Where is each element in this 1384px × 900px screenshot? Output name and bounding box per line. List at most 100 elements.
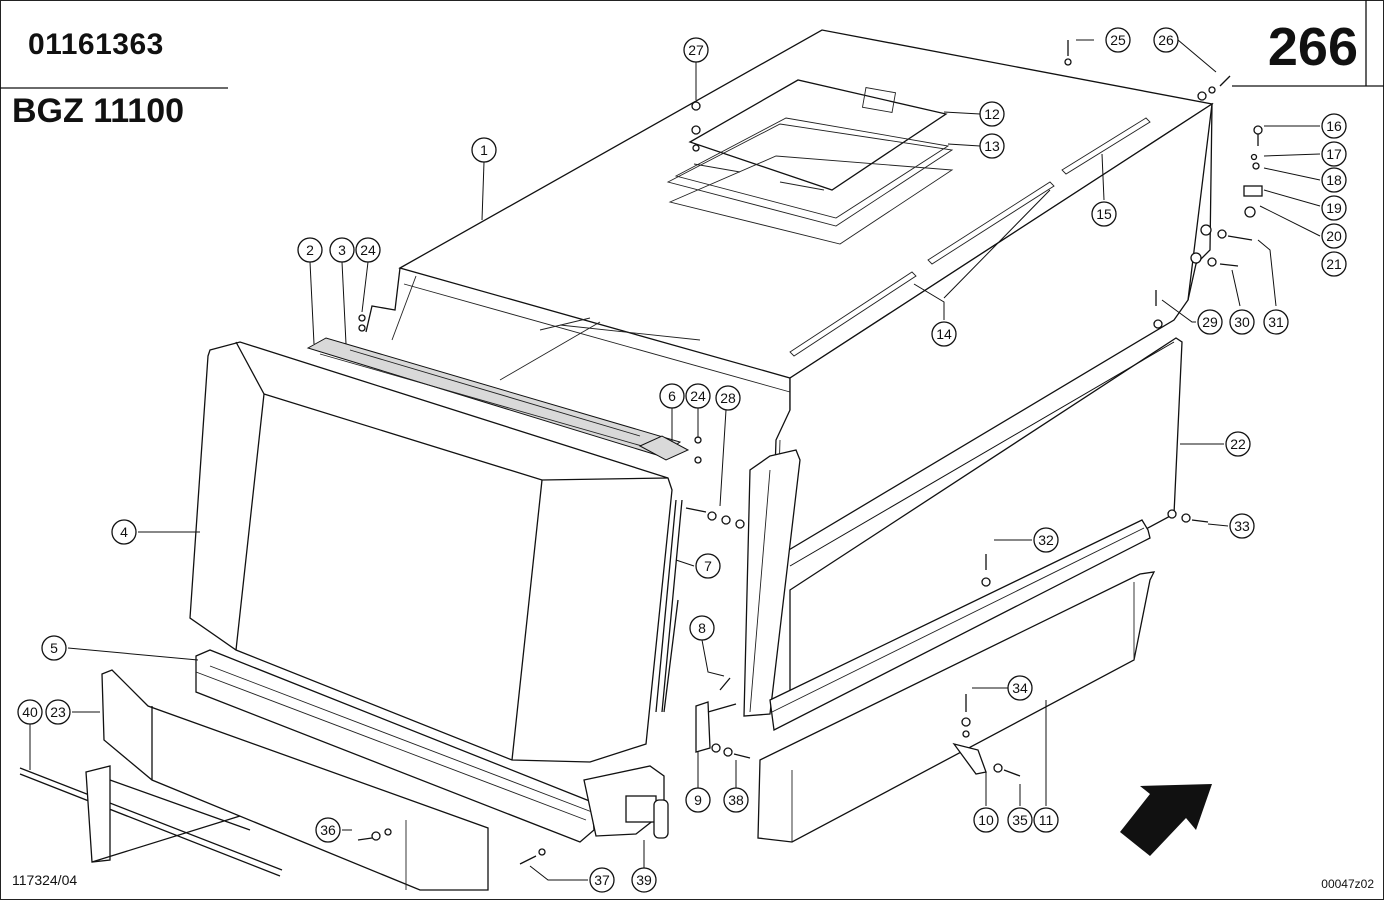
callout-34: 34: [1007, 675, 1033, 701]
svg-text:40: 40: [22, 704, 38, 720]
file-reference: 00047z02: [1321, 877, 1374, 891]
callout-23: 23: [45, 699, 71, 725]
svg-text:24: 24: [690, 388, 706, 404]
svg-text:5: 5: [50, 640, 58, 656]
callout-27: 27: [683, 37, 709, 63]
svg-text:22: 22: [1230, 436, 1246, 452]
svg-text:15: 15: [1096, 206, 1112, 222]
svg-text:32: 32: [1038, 532, 1054, 548]
drawing-number: 01161363: [28, 28, 164, 61]
callout-24b: 24: [685, 383, 711, 409]
svg-text:21: 21: [1326, 256, 1342, 272]
svg-text:27: 27: [688, 42, 704, 58]
slotted-strip-14: [789, 181, 1055, 357]
svg-text:17: 17: [1326, 146, 1342, 162]
svg-text:1: 1: [480, 142, 488, 158]
support-frame: [19, 765, 283, 877]
callout-29: 29: [1197, 309, 1223, 335]
slotted-strip-15: [1061, 117, 1151, 175]
callout-3: 3: [329, 237, 355, 263]
figure-reference: 117324/04: [12, 872, 78, 888]
svg-text:7: 7: [704, 558, 712, 574]
svg-text:20: 20: [1326, 228, 1342, 244]
svg-text:37: 37: [594, 872, 610, 888]
callout-16: 16: [1321, 113, 1347, 139]
callout-39: 39: [631, 867, 657, 893]
svg-text:11: 11: [1039, 812, 1054, 828]
front-hood: [189, 341, 673, 763]
vertical-channel: [743, 449, 801, 717]
callout-6: 6: [659, 383, 685, 409]
callout-37: 37: [589, 867, 615, 893]
bottom-rail: [195, 649, 595, 843]
svg-text:8: 8: [698, 620, 706, 636]
callout-7: 7: [695, 553, 721, 579]
svg-text:38: 38: [728, 792, 744, 808]
svg-text:34: 34: [1012, 680, 1028, 696]
svg-text:9: 9: [694, 792, 702, 808]
svg-text:33: 33: [1234, 518, 1250, 534]
svg-text:24: 24: [360, 242, 376, 258]
callout-31: 31: [1263, 309, 1289, 335]
callout-19: 19: [1321, 195, 1347, 221]
callout-14: 14: [931, 321, 957, 347]
svg-text:26: 26: [1158, 32, 1174, 48]
side-closure-panel: [101, 669, 489, 891]
callout-32: 32: [1033, 527, 1059, 553]
fasteners: [357, 40, 1263, 865]
callout-33: 33: [1229, 513, 1255, 539]
callout-18: 18: [1321, 167, 1347, 193]
svg-text:30: 30: [1234, 314, 1250, 330]
svg-text:23: 23: [50, 704, 66, 720]
svg-text:35: 35: [1012, 812, 1028, 828]
svg-text:4: 4: [120, 524, 128, 540]
gas-strut: [655, 499, 683, 713]
callout-38: 38: [723, 787, 749, 813]
callout-2: 2: [297, 237, 323, 263]
seal-strip: [306, 337, 682, 457]
svg-text:39: 39: [636, 872, 652, 888]
callout-36: 36: [315, 817, 341, 843]
svg-text:14: 14: [936, 326, 952, 342]
callout-24: 24: [355, 237, 381, 263]
hinge-block: [583, 765, 669, 839]
svg-text:18: 18: [1326, 172, 1342, 188]
callout-22: 22: [1225, 431, 1251, 457]
callout-21: 21: [1321, 251, 1347, 277]
direction-arrow-icon: [1120, 784, 1212, 856]
svg-text:12: 12: [984, 106, 1000, 122]
inspection-hatch: [666, 79, 954, 245]
callout-15: 15: [1091, 201, 1117, 227]
svg-text:16: 16: [1326, 118, 1342, 134]
callout-28: 28: [715, 385, 741, 411]
small-plate: [638, 435, 690, 461]
bottom-cover-11: [757, 571, 1156, 843]
callout-26: 26: [1153, 27, 1179, 53]
bracket-10: [952, 742, 987, 775]
callout-11: 11: [1033, 807, 1059, 833]
svg-text:36: 36: [320, 822, 336, 838]
callout-8: 8: [689, 615, 715, 641]
bracket-9: [695, 701, 737, 753]
callout-13: 13: [979, 133, 1005, 159]
callout-5: 5: [41, 635, 67, 661]
sheet-number: 266: [1267, 17, 1358, 77]
callout-12: 12: [979, 101, 1005, 127]
callout-9: 9: [685, 787, 711, 813]
svg-text:28: 28: [720, 390, 736, 406]
callout-17: 17: [1321, 141, 1347, 167]
model-code: BGZ 11100: [12, 92, 185, 130]
callout-20: 20: [1321, 223, 1347, 249]
leader-lines: [29, 39, 1321, 881]
callout-30: 30: [1229, 309, 1255, 335]
callout-4: 4: [111, 519, 137, 545]
svg-text:19: 19: [1326, 200, 1342, 216]
callout-10: 10: [973, 807, 999, 833]
svg-text:10: 10: [978, 812, 994, 828]
callout-35: 35: [1007, 807, 1033, 833]
header-rules: [0, 0, 1384, 89]
callout-25: 25: [1105, 27, 1131, 53]
svg-text:6: 6: [668, 388, 676, 404]
